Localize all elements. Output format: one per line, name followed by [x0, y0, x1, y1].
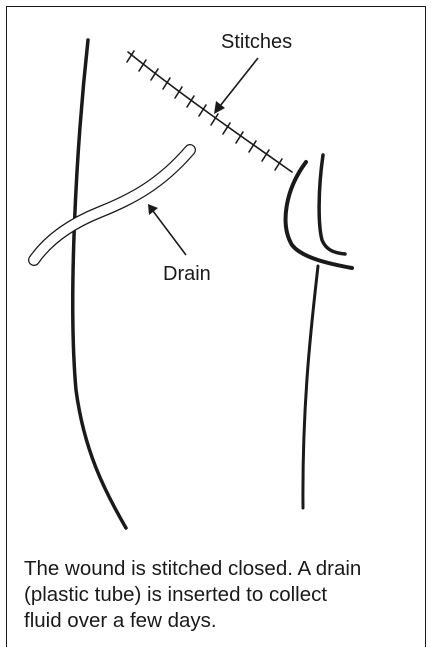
stitches-label: Stitches	[221, 31, 292, 54]
body-outline-right-lower	[303, 266, 318, 508]
stitched-incision	[127, 51, 292, 172]
wound-illustration	[0, 0, 431, 540]
caption-line-2: (plastic tube) is inserted to collect	[24, 582, 419, 608]
caption-line-3: fluid over a few days.	[24, 608, 419, 634]
stitches-arrow	[214, 58, 258, 114]
drain-arrow	[148, 204, 186, 255]
caption-line-1: The wound is stitched closed. A drain	[24, 556, 419, 582]
figure-caption: The wound is stitched closed. A drain (p…	[24, 556, 419, 634]
body-fold-inner	[319, 155, 345, 254]
drain-label: Drain	[163, 263, 211, 286]
drain-tube	[34, 150, 190, 260]
body-outline-left	[73, 40, 126, 528]
